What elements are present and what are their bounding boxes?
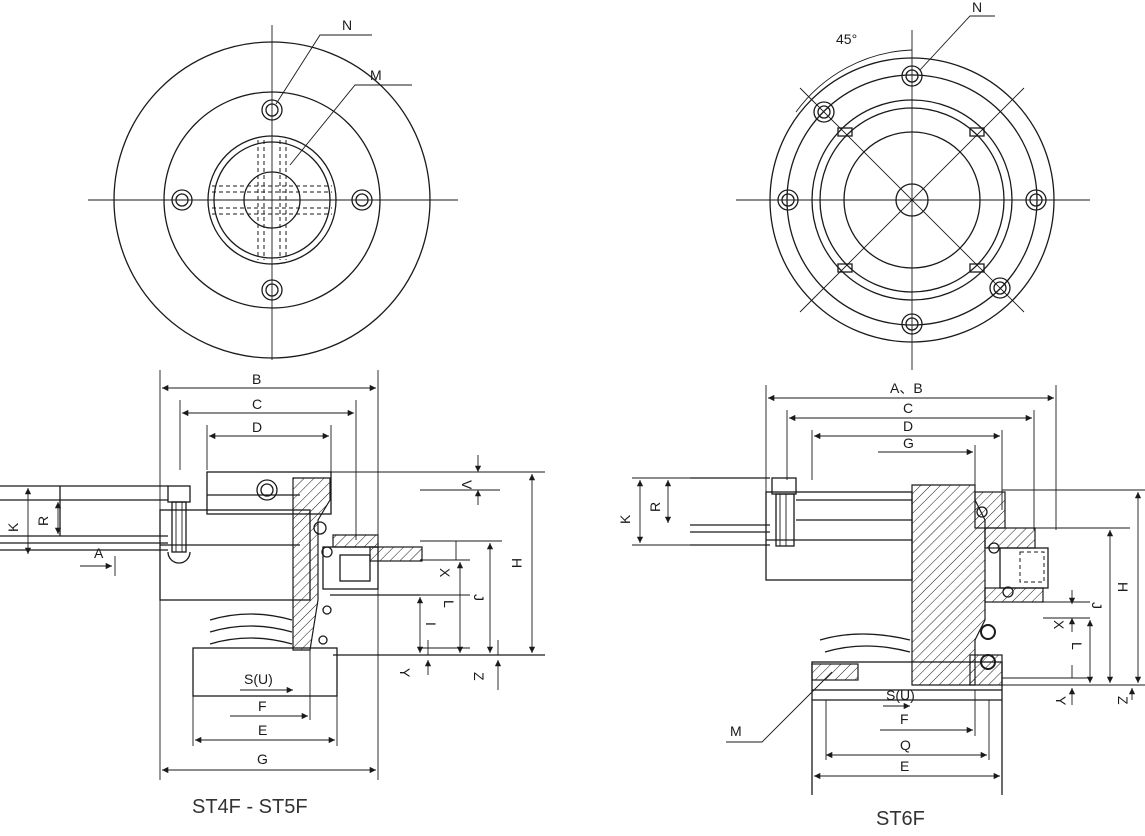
caption-left: ST4F - ST5F xyxy=(192,796,308,818)
dim-c-right: C xyxy=(903,400,913,416)
dim-c: C xyxy=(252,396,262,412)
dim-q-right: Q xyxy=(900,737,911,753)
dim-r-right: R xyxy=(647,502,663,512)
bolt-hole-icon xyxy=(261,99,283,121)
label-angle: 45° xyxy=(836,31,857,47)
bolt-hole-icon xyxy=(261,279,283,301)
dim-b: B xyxy=(252,371,261,387)
dim-y-right: Y xyxy=(1053,696,1069,706)
dim-g: G xyxy=(257,751,268,767)
dim-d-right: D xyxy=(903,418,913,434)
bolt-hole-icon xyxy=(901,65,923,87)
dim-z-right: Z xyxy=(1115,696,1131,705)
dim-e: E xyxy=(258,722,267,738)
dim-d: D xyxy=(252,419,262,435)
bolt-hole-icon xyxy=(171,189,193,211)
dim-f: F xyxy=(258,698,267,714)
label-m: M xyxy=(370,67,382,83)
dim-k: K xyxy=(5,522,21,532)
right-top-view: 45° N xyxy=(736,0,1090,370)
dim-s-u: S(U) xyxy=(244,671,273,687)
dim-h: H xyxy=(509,558,525,568)
bolt-hole-icon xyxy=(989,277,1011,299)
dim-g-right: G xyxy=(903,435,914,451)
right-section-view: A、B C D G xyxy=(617,380,1145,795)
dim-r: R xyxy=(35,516,51,526)
bolt-hole-icon xyxy=(813,101,835,123)
dim-a-b: A、B xyxy=(890,380,923,396)
dim-x: X xyxy=(437,568,453,578)
dim-j-right: J xyxy=(1089,602,1105,609)
dim-m-right: M xyxy=(730,723,742,739)
label-n-right: N xyxy=(972,0,982,15)
dim-l: L xyxy=(441,600,457,608)
dim-k-right: K xyxy=(617,514,633,524)
dim-x-right: X xyxy=(1051,620,1067,630)
dim-y: Y xyxy=(397,668,413,678)
dim-i: I xyxy=(423,622,439,626)
dim-e-right: E xyxy=(900,758,909,774)
dim-l-right: L xyxy=(1069,642,1085,650)
caption-right: ST6F xyxy=(876,808,925,830)
dim-v: V xyxy=(459,480,475,490)
left-top-view: N M xyxy=(88,17,458,360)
left-section-view: B C D xyxy=(0,370,545,780)
label-n: N xyxy=(342,17,352,33)
dim-h-right: H xyxy=(1115,582,1131,592)
dim-f-right: F xyxy=(900,711,909,727)
dim-s-u-right: S(U) xyxy=(886,687,915,703)
bolt-hole-icon xyxy=(351,189,373,211)
bolt-hole-icon xyxy=(1025,189,1047,211)
bolt-hole-icon xyxy=(901,313,923,335)
dim-z: Z xyxy=(471,672,487,681)
dim-a: A xyxy=(94,545,104,561)
bolt-hole-icon xyxy=(777,189,799,211)
dim-j: J xyxy=(471,594,487,601)
